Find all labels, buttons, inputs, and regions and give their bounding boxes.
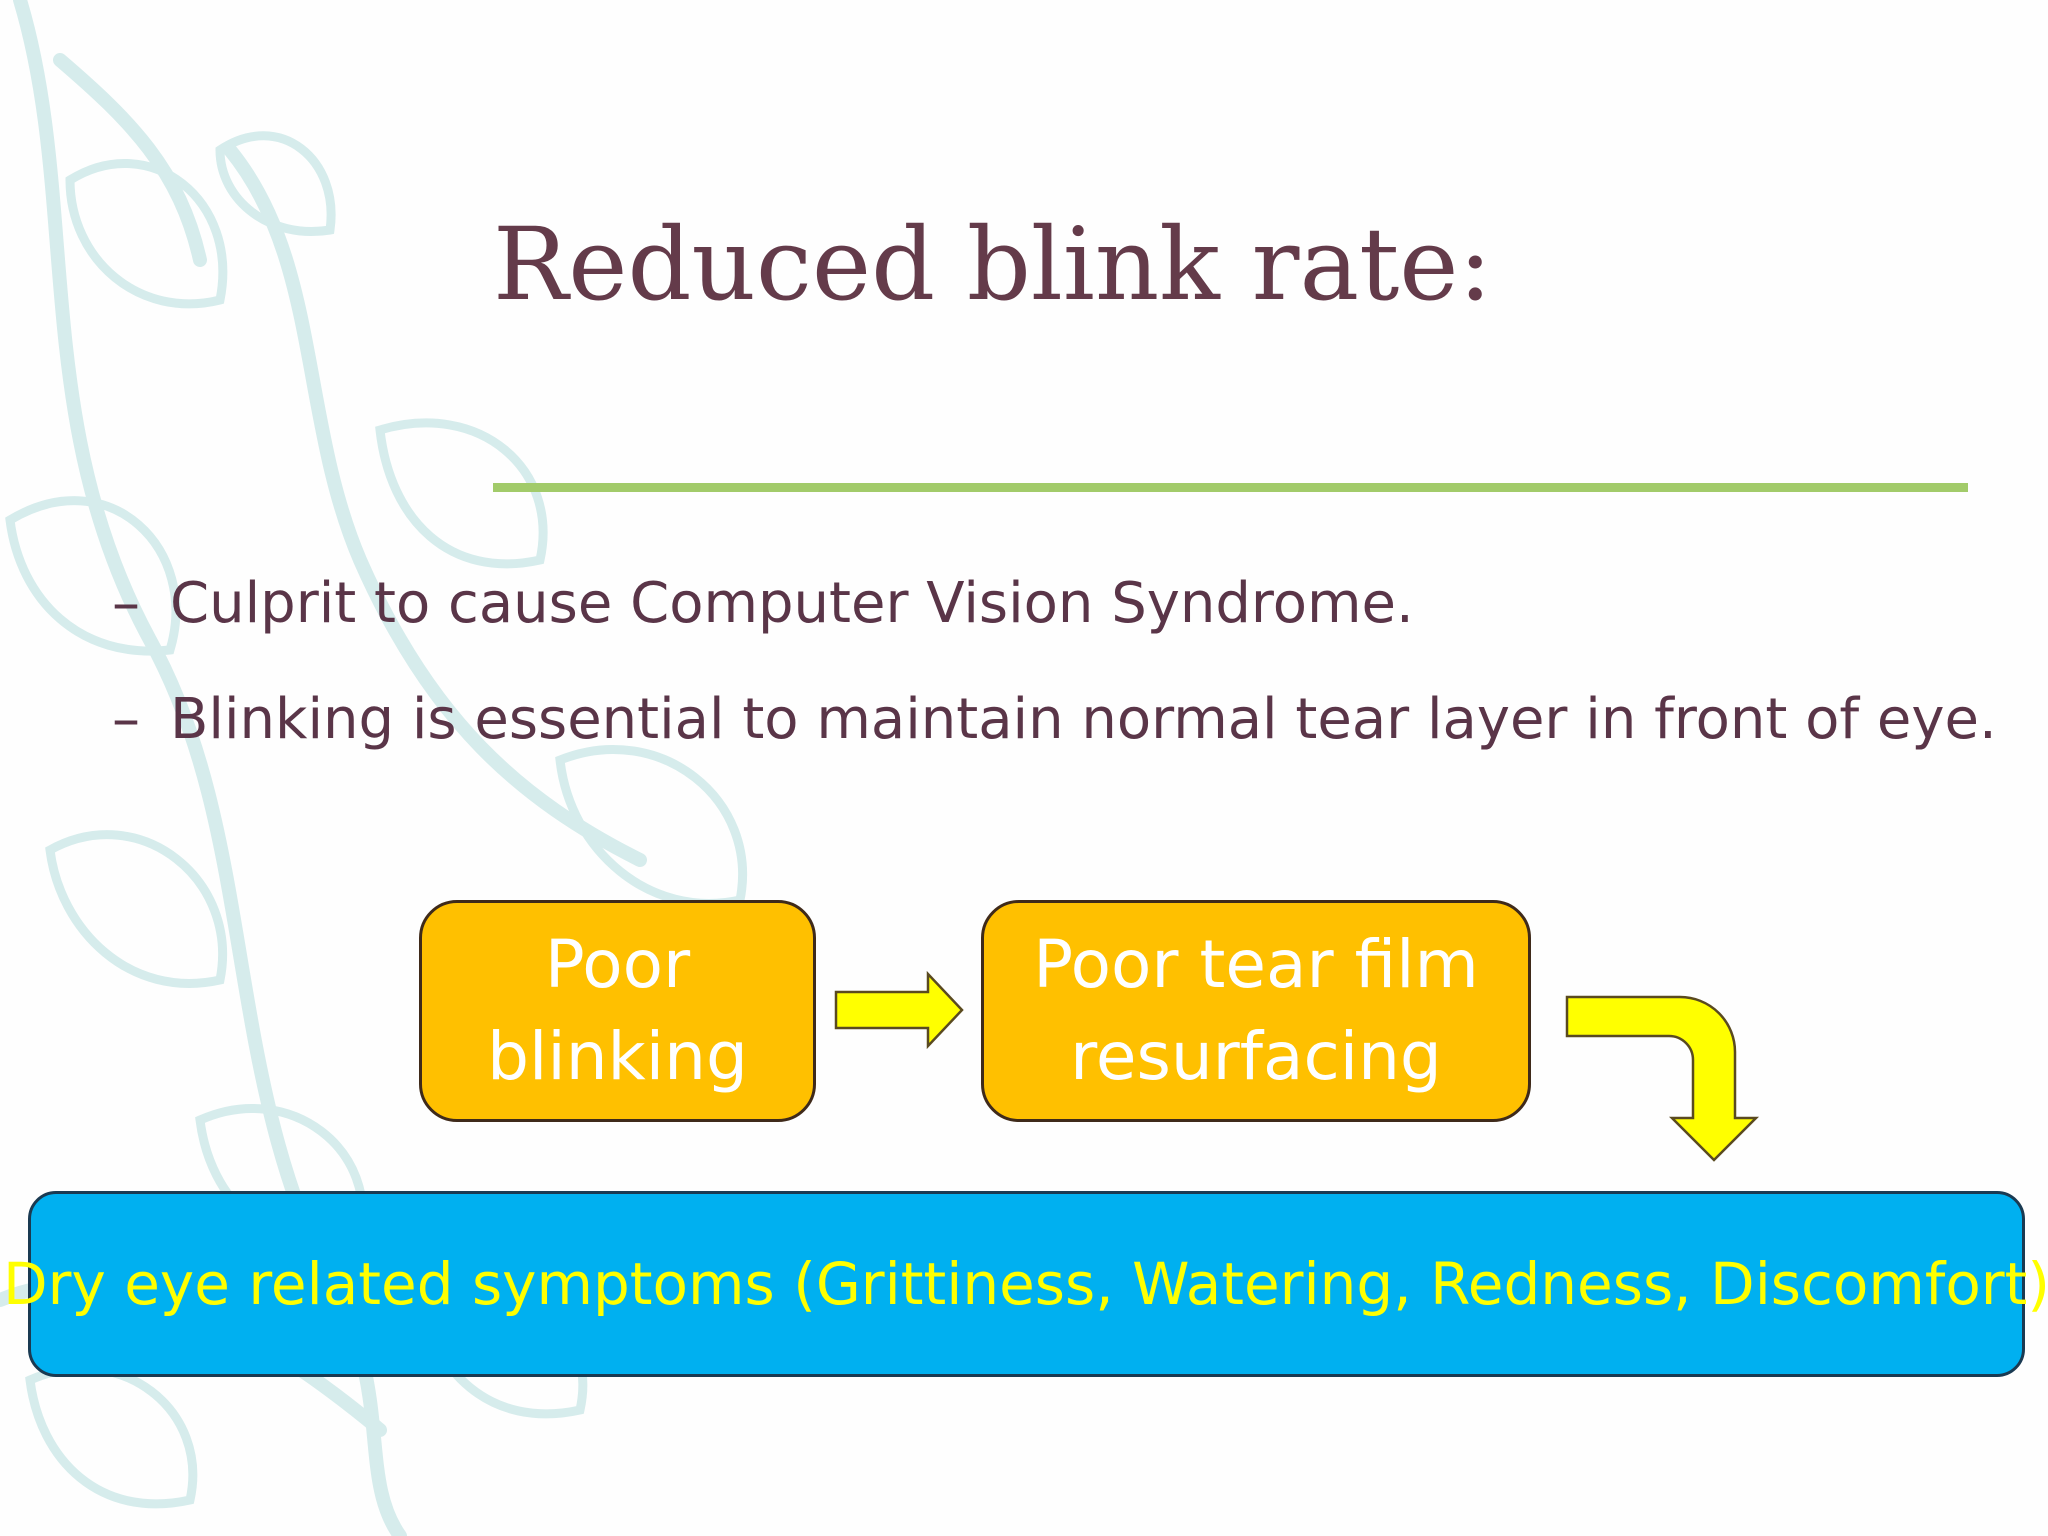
flow-step-line: Poor tear film: [1033, 926, 1479, 1003]
flow-step-line: Poor: [544, 926, 691, 1003]
bullet-item: – Blinking is essential to maintain norm…: [112, 676, 2012, 792]
bullet-list: – Culprit to cause Computer Vision Syndr…: [112, 560, 2012, 792]
bullet-dash: –: [112, 687, 140, 752]
flow-step-line: blinking: [487, 1018, 748, 1095]
flow-step-poor-tear-film: Poor tear film resurfacing: [981, 900, 1531, 1122]
flow-result-dry-eye-symptoms: Dry eye related symptoms (Grittiness, Wa…: [3, 1191, 2048, 1377]
bullet-text: Culprit to cause Computer Vision Syndrom…: [170, 571, 1414, 636]
bullet-text: Blinking is essential to maintain normal…: [170, 687, 1997, 752]
bullet-item: – Culprit to cause Computer Vision Syndr…: [112, 560, 2012, 676]
slide-title: Reduced blink rate:: [493, 206, 1493, 323]
flow-step-line: resurfacing: [1070, 1018, 1442, 1095]
flow-result-text: Dry eye related symptoms (Grittiness, Wa…: [2, 1250, 2048, 1318]
bullet-dash: –: [112, 571, 140, 636]
title-underline: [493, 483, 1968, 492]
flow-step-poor-blinking: Poor blinking: [419, 900, 816, 1122]
